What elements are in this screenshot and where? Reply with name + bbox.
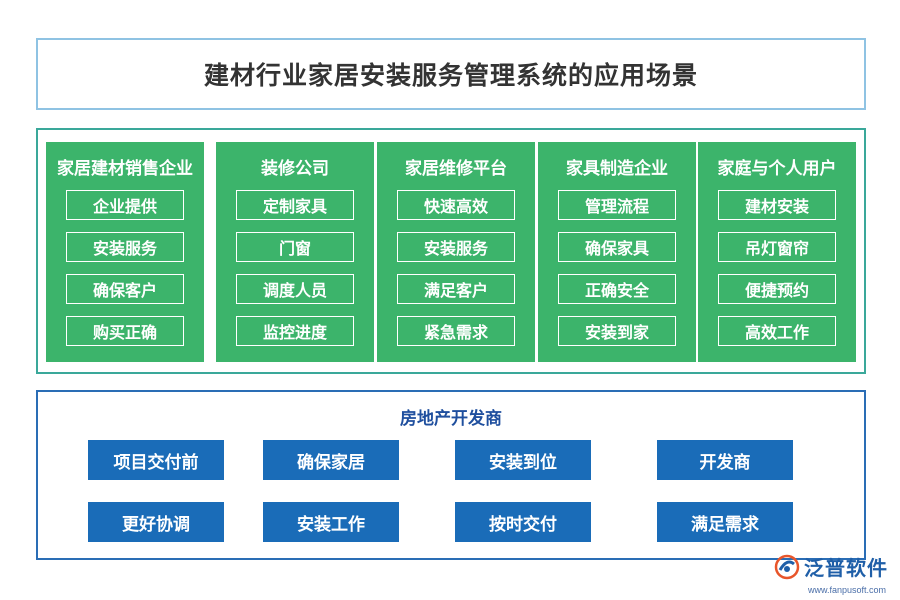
column-item: 购买正确 [66,316,184,346]
diagram-title: 建材行业家居安装服务管理系统的应用场景 [36,38,866,110]
column-item: 吊灯窗帘 [718,232,836,262]
column-item: 定制家具 [236,190,354,220]
developer-item: 按时交付 [455,502,591,542]
column-household-users: 家庭与个人用户 建材安装 吊灯窗帘 便捷预约 高效工作 [698,142,856,362]
column-title: 家具制造企业 [566,159,668,179]
column-item: 监控进度 [236,316,354,346]
column-building-materials-sales: 家居建材销售企业 企业提供 安装服务 确保客户 购买正确 [46,142,204,362]
column-title: 家居建材销售企业 [57,159,193,179]
developer-section-title: 房地产开发商 [400,409,502,429]
column-item: 调度人员 [236,274,354,304]
developer-item: 安装工作 [263,502,399,542]
fanpu-logo-icon [774,554,800,579]
logo-name: 泛普软件 [804,556,888,580]
column-item: 满足客户 [397,274,515,304]
column-title: 装修公司 [261,159,329,179]
column-item: 安装服务 [66,232,184,262]
fanpu-logo: 泛普软件 [774,552,888,581]
column-decoration-company: 装修公司 定制家具 门窗 调度人员 监控进度 [216,142,374,362]
column-item: 正确安全 [558,274,676,304]
column-item: 快速高效 [397,190,515,220]
column-furniture-manufacturer: 家具制造企业 管理流程 确保家具 正确安全 安装到家 [538,142,696,362]
column-item: 确保客户 [66,274,184,304]
developer-item: 项目交付前 [88,440,224,480]
column-item: 高效工作 [718,316,836,346]
column-item: 门窗 [236,232,354,262]
column-item: 管理流程 [558,190,676,220]
developer-item: 开发商 [657,440,793,480]
developer-item: 确保家居 [263,440,399,480]
user-groups-panel: 家居建材销售企业 企业提供 安装服务 确保客户 购买正确 装修公司 定制家具 门… [36,128,866,374]
column-item: 企业提供 [66,190,184,220]
column-item: 确保家具 [558,232,676,262]
column-title: 家居维修平台 [405,159,507,179]
column-item: 安装到家 [558,316,676,346]
developer-item: 满足需求 [657,502,793,542]
developer-item: 更好协调 [88,502,224,542]
column-home-repair-platform: 家居维修平台 快速高效 安装服务 满足客户 紧急需求 [377,142,535,362]
column-title: 家庭与个人用户 [717,159,837,179]
column-item: 紧急需求 [397,316,515,346]
column-item: 安装服务 [397,232,515,262]
developer-item: 安装到位 [455,440,591,480]
column-item: 便捷预约 [718,274,836,304]
column-item: 建材安装 [718,190,836,220]
real-estate-developer-panel: 房地产开发商 项目交付前 确保家居 安装到位 开发商 更好协调 安装工作 按时交… [36,390,866,560]
logo-url: www.fanpusoft.com [807,585,886,595]
